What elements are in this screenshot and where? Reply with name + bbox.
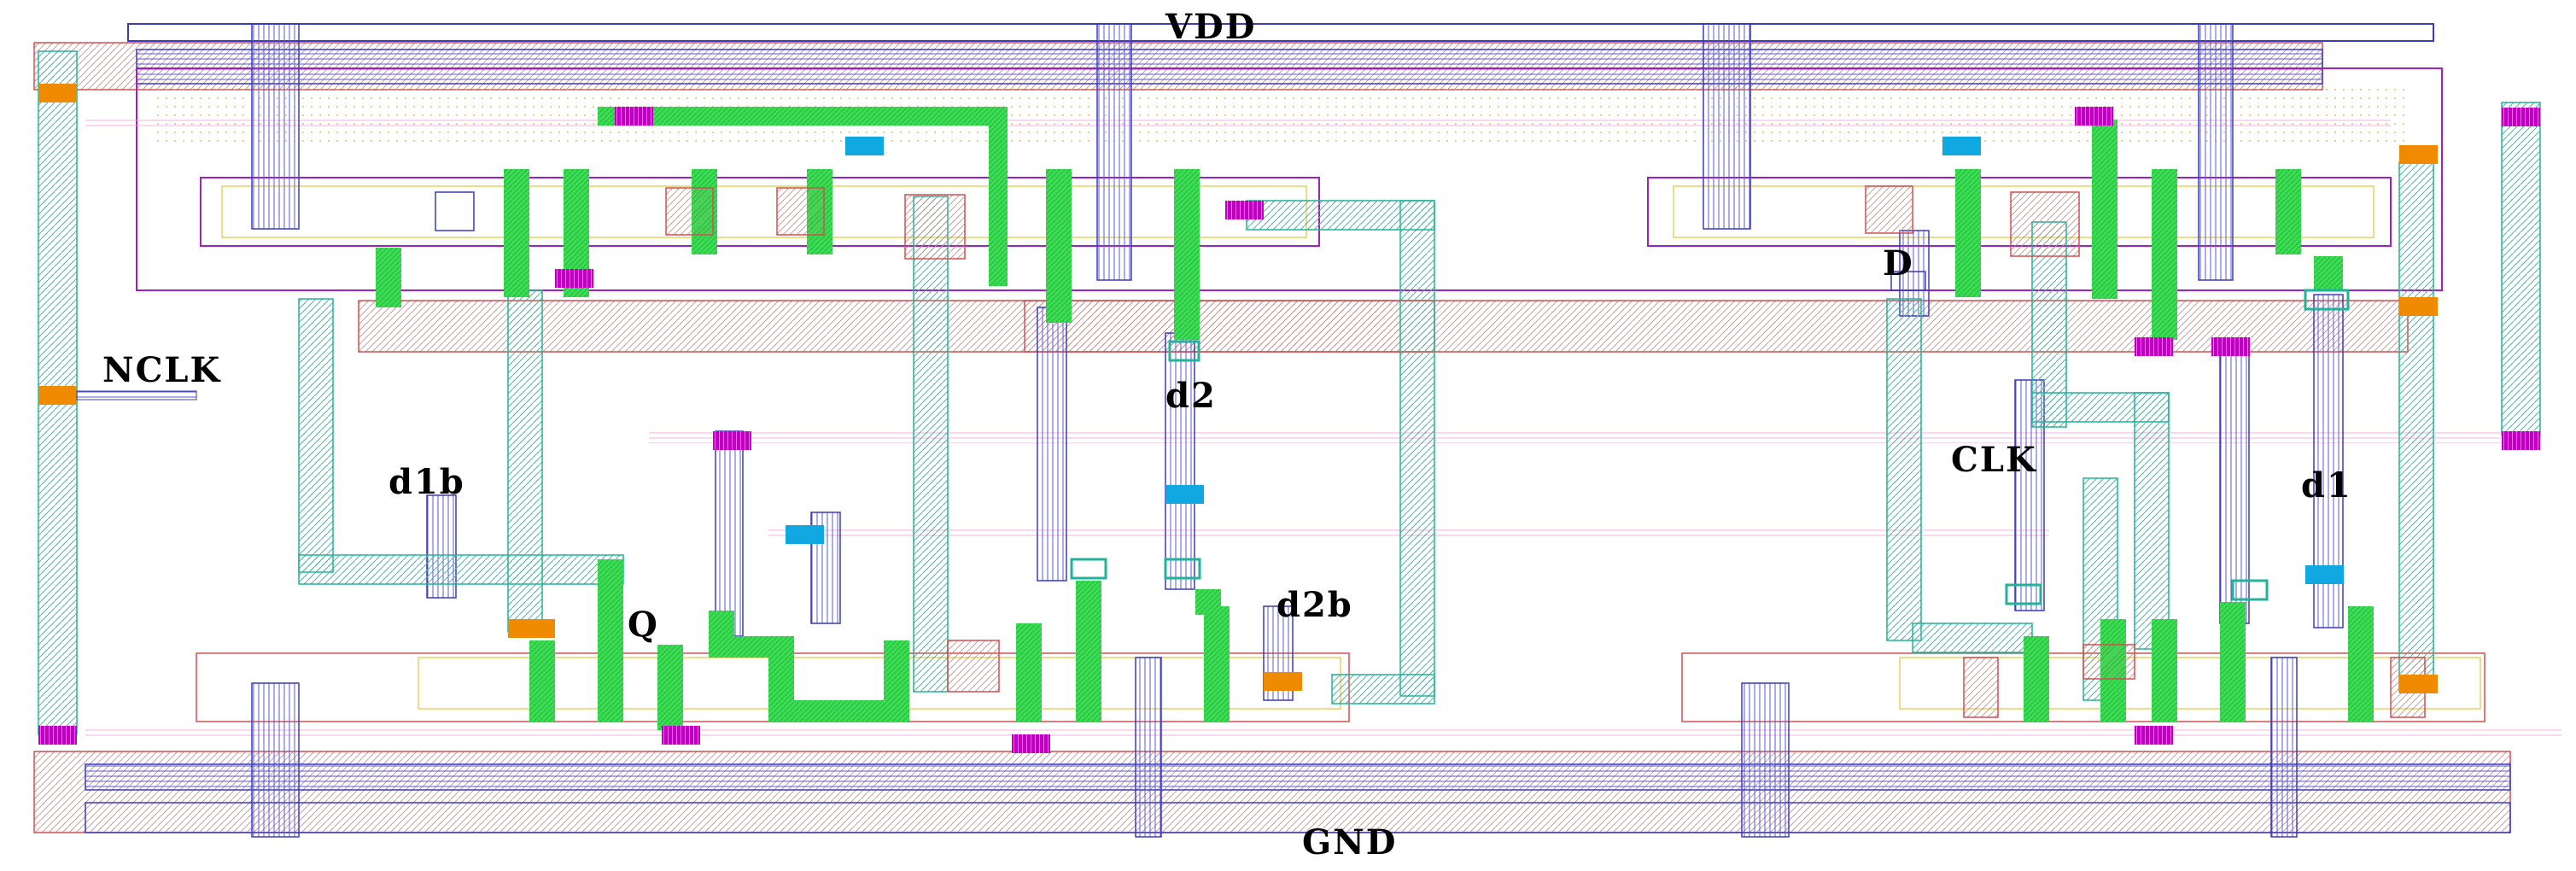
label-vdd: VDD [1165, 7, 1256, 47]
pin-stubs [76, 271, 1926, 400]
vias-magenta [38, 107, 2540, 753]
label-q: Q [628, 605, 659, 645]
contacts-orange [38, 84, 2438, 693]
transistor-blocks [435, 185, 2426, 718]
poly-gates [376, 107, 2374, 730]
label-nclk: NCLK [102, 350, 221, 390]
label-d: D [1883, 243, 1914, 284]
label-gnd: GND [1302, 822, 1397, 862]
label-d1: d1 [2301, 465, 2352, 506]
net-labels: VDD GND NCLK CLK D Q d1 d1b d2 d2b [102, 7, 2352, 862]
label-clk: CLK [1951, 440, 2037, 480]
vdd-rail [33, 23, 2443, 291]
gnd-rail [33, 751, 2511, 833]
label-d2b: d2b [1276, 585, 1353, 625]
vias-cyan [786, 137, 2350, 605]
label-d2: d2 [1165, 376, 1217, 416]
label-d1b: d1b [388, 462, 465, 502]
